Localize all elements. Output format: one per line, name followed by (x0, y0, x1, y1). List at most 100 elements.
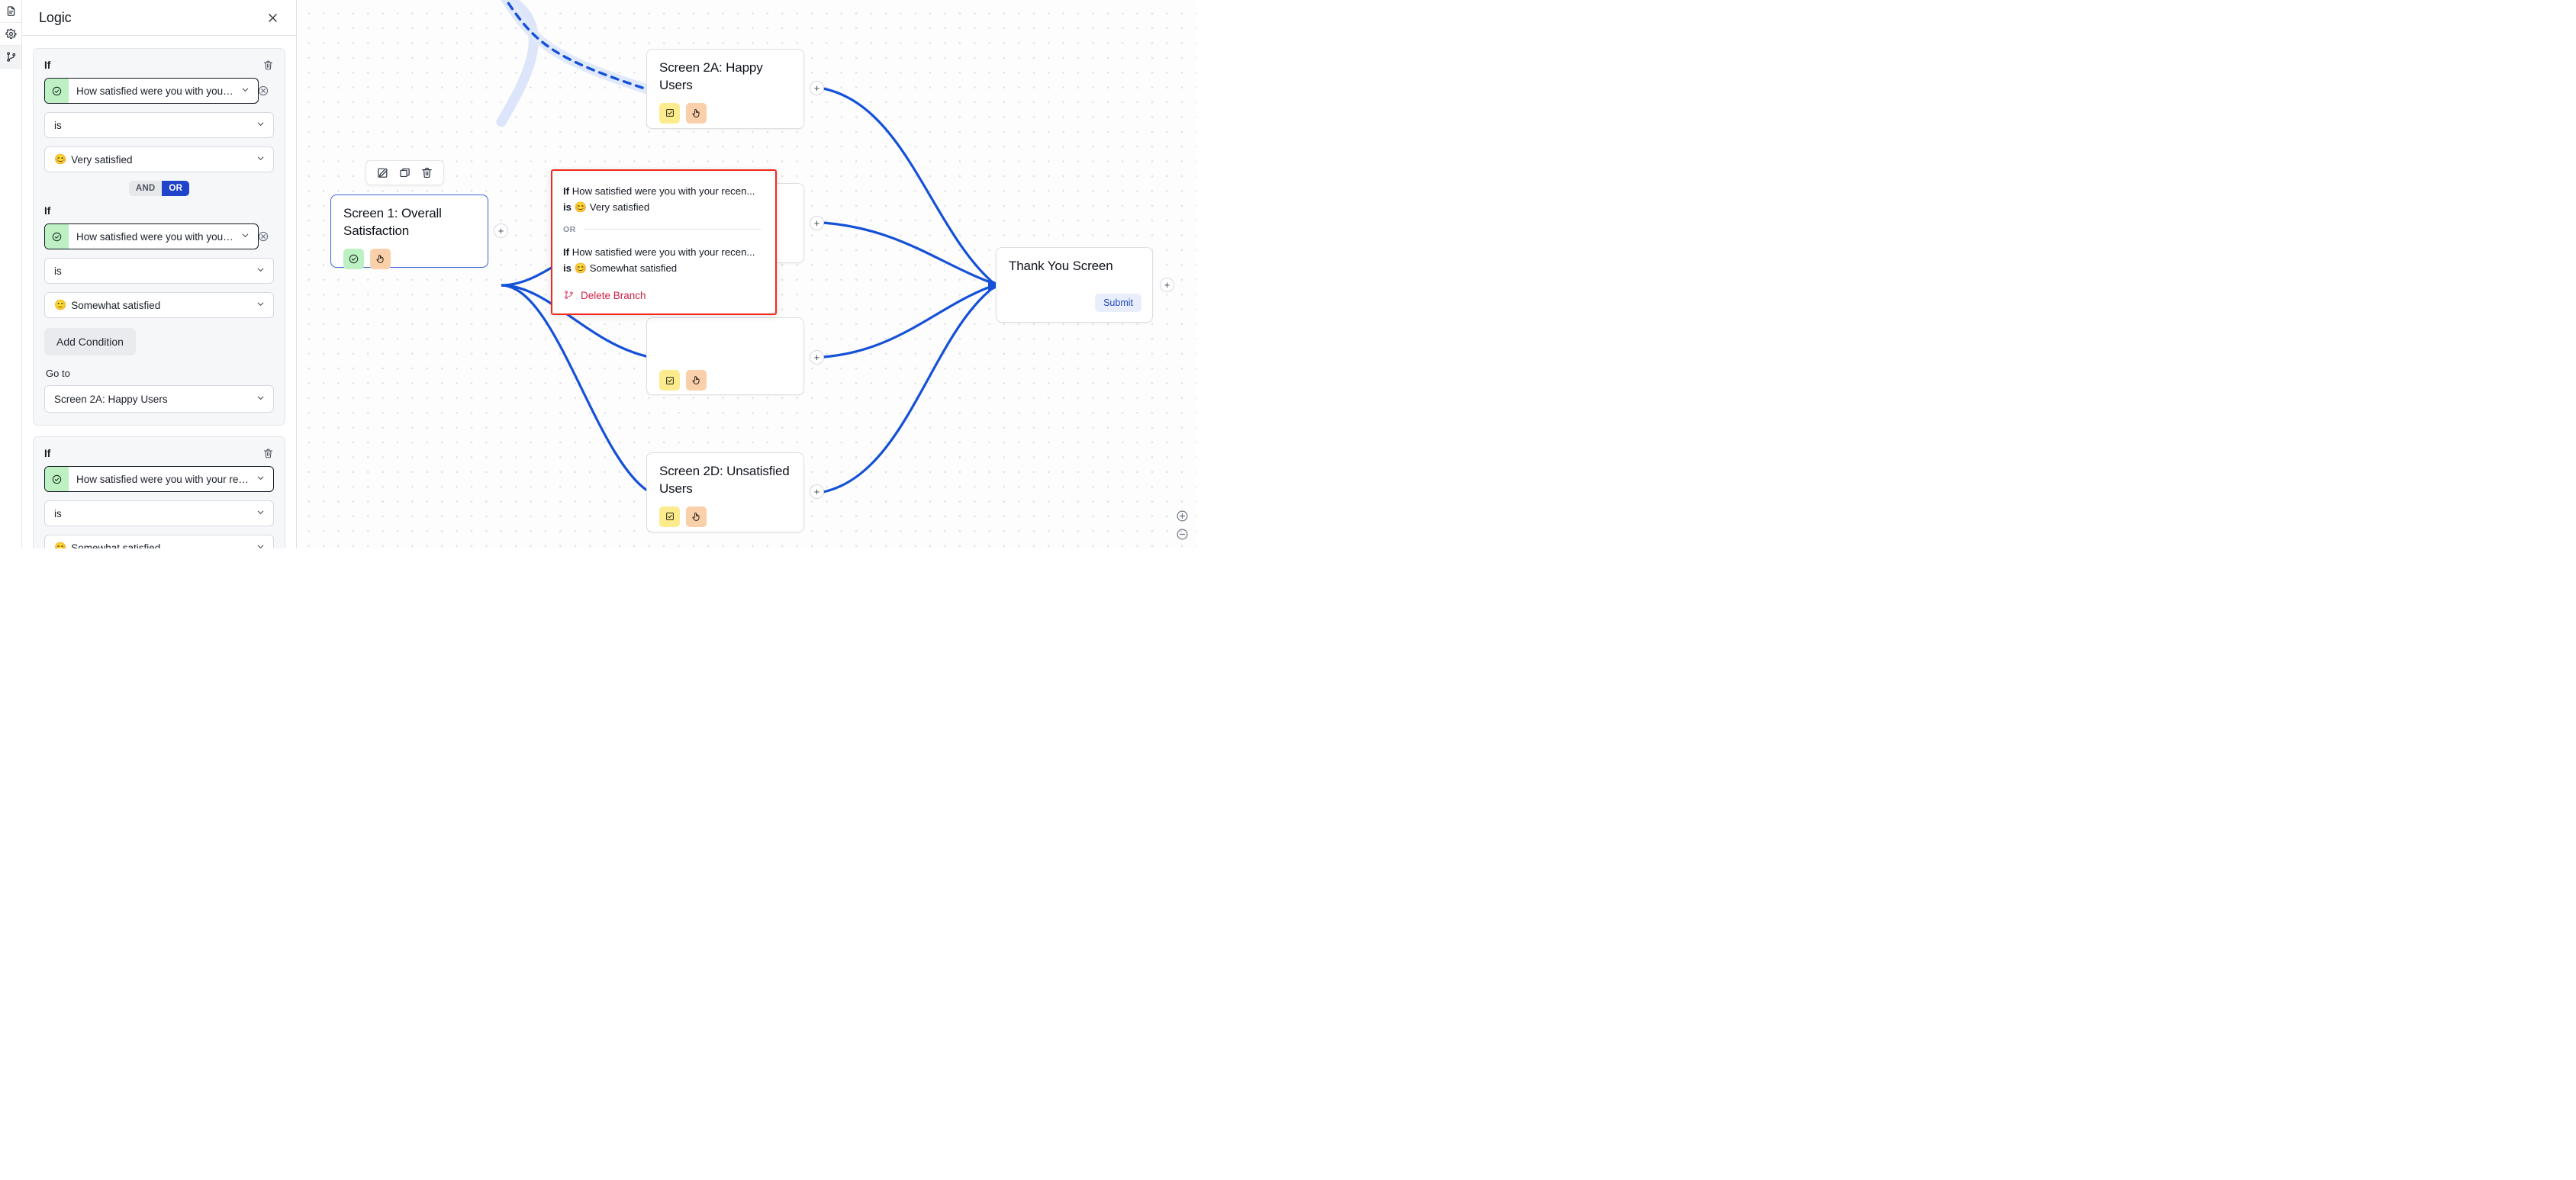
if-label-2: If (44, 205, 51, 217)
rail-item-settings[interactable] (0, 23, 21, 46)
question-select[interactable]: How satisfied were you with your ... (44, 78, 259, 104)
branch-if-label: If (563, 185, 570, 197)
flow-node-screen2d[interactable]: Screen 2D: Unsatisfied Users (646, 452, 804, 532)
if-label: If (44, 448, 51, 459)
node-title: Screen 2D: Unsatisfied Users (659, 464, 790, 496)
panel-body: If (22, 36, 296, 548)
flow-node-screen1[interactable]: Screen 1: Overall Satisfaction (330, 195, 488, 269)
delete-rule-icon[interactable] (262, 448, 274, 459)
emoji-icon: 🙂 (54, 299, 67, 310)
question-select[interactable]: How satisfied were you with your ... (44, 223, 259, 249)
node-title: Screen 1: Overall Satisfaction (343, 206, 442, 238)
and-option[interactable]: AND (128, 181, 163, 196)
check-circle-icon[interactable] (343, 248, 364, 269)
rule-header-second: If (44, 205, 274, 217)
panel-header: Logic (22, 0, 296, 36)
goto-select[interactable]: Screen 2A: Happy Users (44, 385, 274, 413)
pointer-hand-icon[interactable] (370, 248, 391, 269)
duplicate-icon[interactable] (398, 166, 411, 179)
node-chips (343, 248, 475, 269)
branch-condition-answer: is 😊 Very satisfied (563, 199, 762, 215)
checkbox-icon[interactable] (659, 370, 680, 391)
delete-branch-label: Delete Branch (581, 290, 646, 301)
remove-condition-icon[interactable] (257, 230, 269, 243)
flow-canvas[interactable]: Screen 1: Overall Satisfaction + (297, 0, 1196, 548)
flow-node-screen2a[interactable]: Screen 2A: Happy Users (646, 49, 804, 129)
pointer-hand-icon[interactable] (686, 102, 707, 124)
emoji-icon: 😊 (574, 201, 588, 214)
condition-question-row: How satisfied were you with your ... (44, 78, 269, 104)
gear-icon (5, 28, 17, 40)
branch-condition-question: If How satisfied were you with your rece… (563, 183, 762, 199)
and-or-toggle: AND OR (44, 181, 274, 196)
branch-or-separator: OR (563, 225, 762, 234)
chevron-down-icon (256, 542, 266, 548)
goto-label: Go to (46, 368, 70, 379)
node-port-thankyou[interactable]: + (1160, 278, 1174, 292)
node-port-screen2a[interactable]: + (810, 81, 824, 95)
chevron-down-icon (256, 473, 266, 485)
branch-condition-popup[interactable]: If How satisfied were you with your rece… (551, 169, 777, 315)
operator-select[interactable]: is (44, 112, 274, 138)
rail-item-spacer (0, 69, 21, 548)
check-circle-icon (45, 467, 69, 491)
node-title (659, 328, 791, 362)
plus-icon: + (497, 225, 504, 236)
pointer-hand-icon[interactable] (686, 370, 707, 391)
node-port-screen2d[interactable]: + (810, 484, 824, 499)
delete-icon[interactable] (420, 166, 433, 179)
branch-if-label: If (563, 246, 570, 258)
delete-rule-icon[interactable] (262, 59, 274, 71)
answer-select[interactable]: 😊 Very satisfied (44, 146, 274, 172)
or-option[interactable]: OR (162, 181, 190, 196)
chevron-down-icon (256, 153, 266, 166)
condition-operator-row: is (44, 500, 274, 526)
zoom-in-icon[interactable] (1176, 510, 1189, 522)
plus-icon: + (813, 486, 820, 497)
node-port-screen2c[interactable]: + (810, 350, 824, 365)
zoom-out-icon[interactable] (1176, 528, 1189, 541)
close-icon[interactable] (262, 8, 282, 27)
logic-panel: Logic If (22, 0, 297, 548)
question-select-value: How satisfied were you with your rec... (76, 473, 250, 485)
edit-icon[interactable] (376, 166, 389, 179)
question-select[interactable]: How satisfied were you with your rec... (44, 466, 274, 492)
flow-node-screen2c[interactable] (646, 317, 804, 395)
submit-button[interactable]: Submit (1095, 294, 1141, 312)
condition-operator-row: is (44, 112, 274, 138)
operator-select-value: is (54, 507, 62, 519)
rail-item-logic[interactable] (0, 46, 21, 69)
branch-is-label: is (563, 201, 572, 214)
node-port-screen2b[interactable]: + (810, 216, 824, 230)
condition-answer-row: 🙂 Somewhat satisfied (44, 292, 274, 318)
operator-select[interactable]: is (44, 258, 274, 284)
icon-rail (0, 0, 22, 548)
flow-node-thankyou[interactable]: Thank You Screen Submit (996, 247, 1153, 323)
branch-condition-question: If How satisfied were you with your rece… (563, 244, 762, 260)
logic-rule-card: If (33, 48, 285, 426)
pointer-hand-icon[interactable] (686, 506, 707, 527)
add-condition-button[interactable]: Add Condition (44, 328, 136, 355)
question-select-value: How satisfied were you with your ... (76, 85, 235, 97)
delete-branch-button[interactable]: Delete Branch (563, 289, 762, 303)
check-circle-icon (45, 79, 69, 103)
node-chips (659, 102, 791, 124)
emoji-icon: 😊 (54, 542, 67, 548)
operator-select[interactable]: is (44, 500, 274, 526)
checkbox-icon[interactable] (659, 102, 680, 124)
checkbox-icon[interactable] (659, 506, 680, 527)
chevron-down-icon (256, 393, 266, 405)
operator-select-value: is (54, 265, 62, 277)
goto-row: Screen 2A: Happy Users (44, 385, 274, 413)
node-port-screen1[interactable]: + (494, 223, 508, 238)
answer-select[interactable]: 😊 Somewhat satisfied (44, 535, 274, 548)
check-circle-icon (45, 224, 69, 249)
chevron-down-icon (256, 299, 266, 311)
rail-item-content[interactable] (0, 0, 21, 23)
branch-remove-icon (563, 289, 575, 303)
question-select-value: How satisfied were you with your ... (76, 230, 235, 243)
emoji-icon: 😊 (54, 153, 67, 165)
answer-select[interactable]: 🙂 Somewhat satisfied (44, 292, 274, 318)
operator-select-value: is (54, 119, 62, 131)
remove-condition-icon[interactable] (257, 85, 269, 97)
